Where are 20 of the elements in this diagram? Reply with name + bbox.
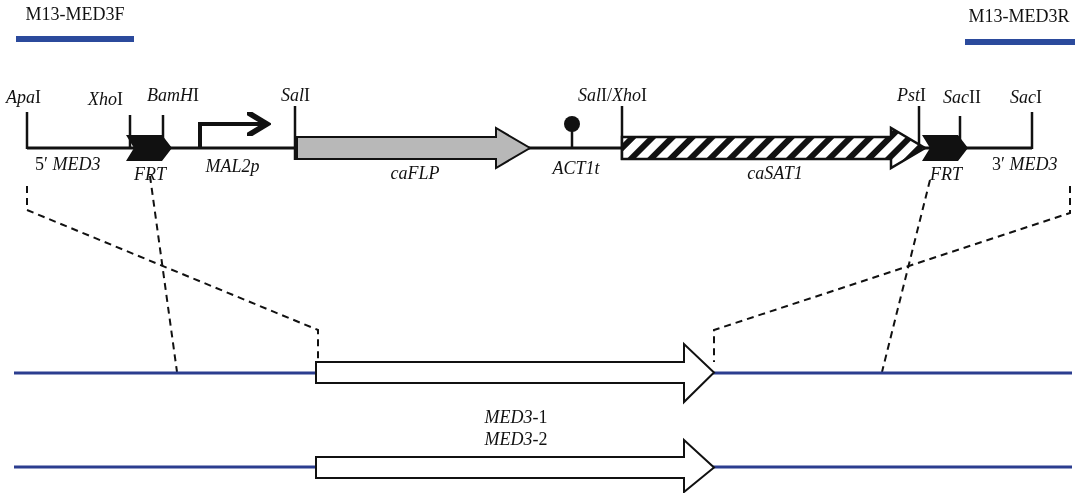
restriction-site-label: XhoI [88, 88, 123, 110]
restriction-site-label: SalI/XhoI [578, 84, 647, 106]
region-label: 3′ MED3 [992, 153, 1058, 175]
restriction-site-label: BamHI [147, 84, 199, 106]
element-label: MED3-2 [483, 428, 549, 450]
restriction-site-label: SacI [1010, 86, 1042, 108]
element-label: FRT [929, 163, 964, 185]
element-label: caFLP [389, 162, 441, 184]
restriction-site-label: PstI [897, 84, 926, 106]
restriction-site-label: SacII [943, 86, 981, 108]
region-label: 5′ MED3 [35, 153, 101, 175]
primer-label: M13-MED3R [967, 5, 1071, 27]
element-label: MAL2p [204, 155, 261, 177]
element-label: ACT1t [550, 157, 601, 179]
primer-label: M13-MED3F [24, 3, 126, 25]
element-label: MED3-1 [483, 406, 549, 428]
element-label: FRT [133, 163, 168, 185]
element-label: caSAT1 [746, 162, 804, 184]
restriction-site-label: ApaI [6, 86, 41, 108]
restriction-site-label: SalI [281, 84, 310, 106]
